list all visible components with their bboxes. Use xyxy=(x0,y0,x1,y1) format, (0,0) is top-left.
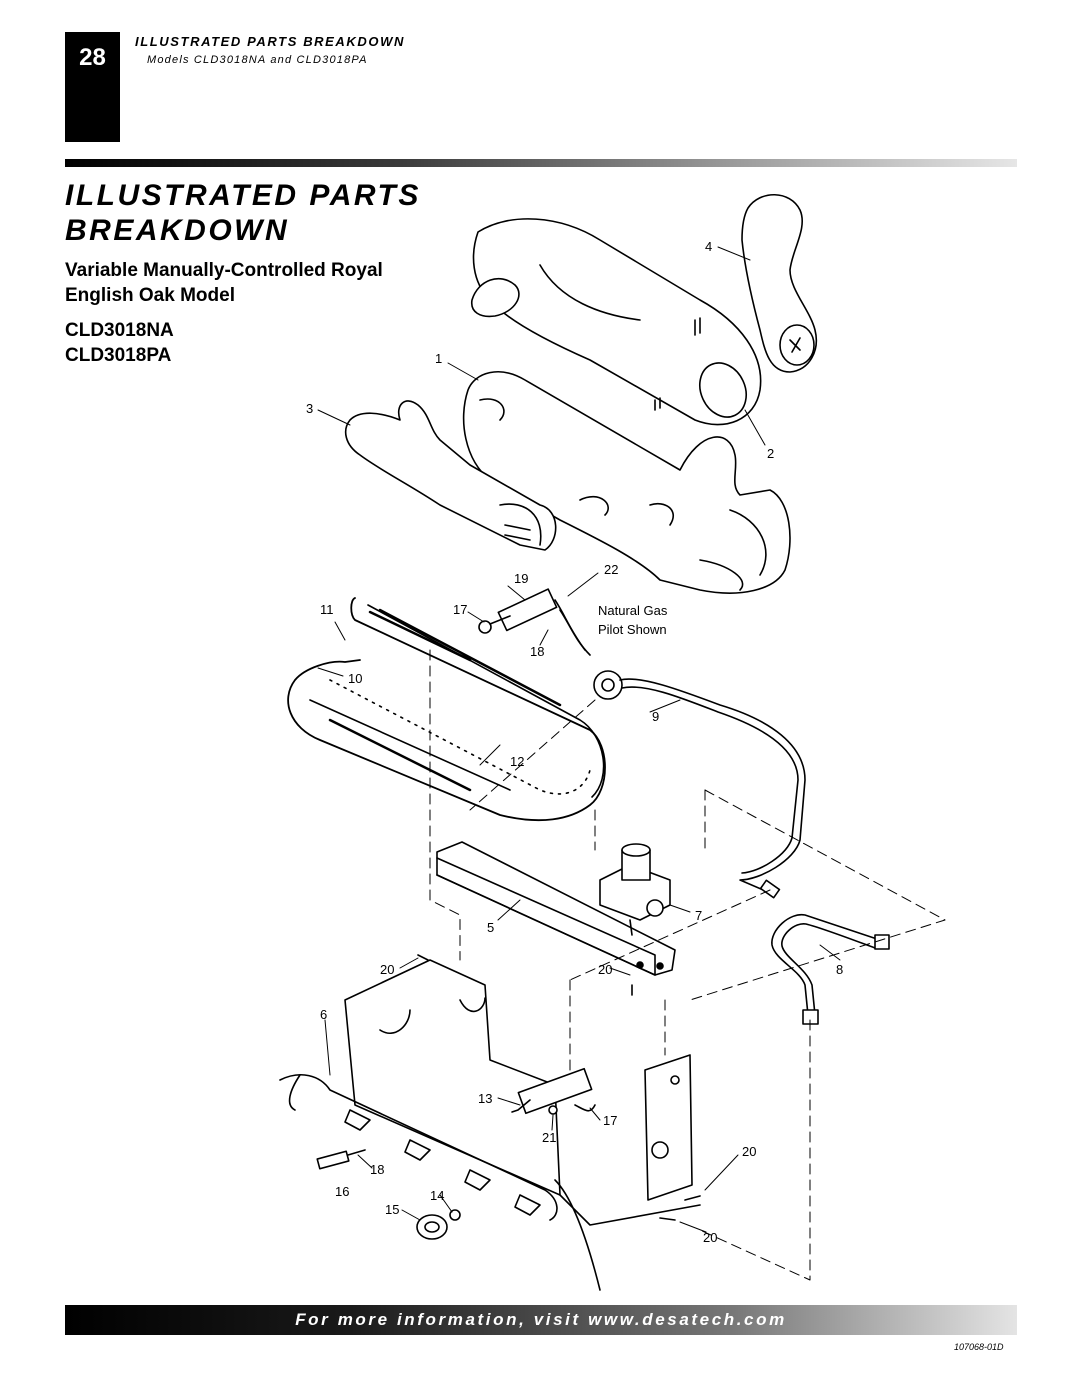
callout-10: 10 xyxy=(348,671,363,686)
pilot-shown-note: Pilot Shown xyxy=(598,622,667,637)
igniter-16 xyxy=(316,1149,366,1170)
callout-3: 3 xyxy=(306,401,314,416)
callout-5: 5 xyxy=(487,920,495,935)
page-number: 28 xyxy=(79,44,106,71)
page-title: ILLUSTRATED PARTS BREAKDOWN xyxy=(65,178,465,248)
model-number-pa: CLD3018PA xyxy=(65,345,172,366)
callout-8: 8 xyxy=(836,962,844,977)
model-description: Variable Manually-Controlled Royal Engli… xyxy=(65,260,383,306)
callout-1: 1 xyxy=(435,351,443,366)
screws-20 xyxy=(417,954,701,1221)
callout-14: 14 xyxy=(430,1188,445,1203)
callout-12: 12 xyxy=(510,754,525,769)
gas-tube-8 xyxy=(771,914,890,1025)
burner-bracket-5 xyxy=(436,841,676,976)
callout-7: 7 xyxy=(695,908,703,923)
callout-22: 22 xyxy=(604,562,619,577)
control-knob-15 xyxy=(416,1214,448,1240)
running-title: ILLUSTRATED PARTS BREAKDOWN xyxy=(135,34,405,49)
natural-gas-note: Natural Gas xyxy=(598,603,668,618)
callout-21: 21 xyxy=(542,1130,557,1145)
log-3-left xyxy=(344,400,557,551)
leader-lines xyxy=(317,246,841,1233)
callout-20-bottom: 20 xyxy=(703,1230,718,1245)
callout-20-mid: 20 xyxy=(598,962,613,977)
gas-regulator-valve-7 xyxy=(599,843,671,936)
callout-4: 4 xyxy=(705,239,713,254)
page-title-line2: BREAKDOWN xyxy=(65,214,290,247)
callout-6: 6 xyxy=(320,1007,328,1022)
burner-tube-12 xyxy=(287,597,606,822)
callout-2: 2 xyxy=(767,446,775,461)
lock-nut-14 xyxy=(449,1209,461,1221)
running-subtitle: Models CLD3018NA and CLD3018PA xyxy=(147,54,368,66)
lower-pilot-assembly xyxy=(511,1067,596,1115)
log-1-top xyxy=(470,218,762,426)
callout-19: 19 xyxy=(514,571,529,586)
callout-11: 11 xyxy=(320,602,334,617)
gas-line-9 xyxy=(593,670,806,899)
pilot-assembly-top xyxy=(478,588,591,656)
log-4-branch xyxy=(741,194,817,373)
website-link[interactable]: For more information, visit www.desatech… xyxy=(295,1310,787,1329)
callout-18-bottom: 18 xyxy=(370,1162,385,1177)
control-bracket xyxy=(559,1054,701,1226)
document-number: 107068-01D xyxy=(954,1342,1004,1352)
page-title-line1: ILLUSTRATED PARTS xyxy=(65,179,421,212)
callout-15: 15 xyxy=(385,1202,400,1217)
callout-9: 9 xyxy=(652,709,660,724)
callout-20-right: 20 xyxy=(742,1144,757,1159)
callout-20-left: 20 xyxy=(380,962,395,977)
grate-6 xyxy=(279,959,601,1291)
assembly-reference-lines xyxy=(429,649,946,1281)
callout-17-bottom: 17 xyxy=(603,1113,618,1128)
log-2-lower xyxy=(462,371,791,594)
callout-16: 16 xyxy=(335,1184,350,1199)
header-rule xyxy=(65,159,1017,167)
callout-18-top: 18 xyxy=(530,644,545,659)
model-number-na: CLD3018NA xyxy=(65,320,174,341)
callout-13: 13 xyxy=(478,1091,493,1106)
callout-17-top: 17 xyxy=(453,602,468,617)
footer-link-bar[interactable]: For more information, visit www.desatech… xyxy=(65,1305,1017,1335)
page-number-tab: 28 xyxy=(65,32,120,142)
